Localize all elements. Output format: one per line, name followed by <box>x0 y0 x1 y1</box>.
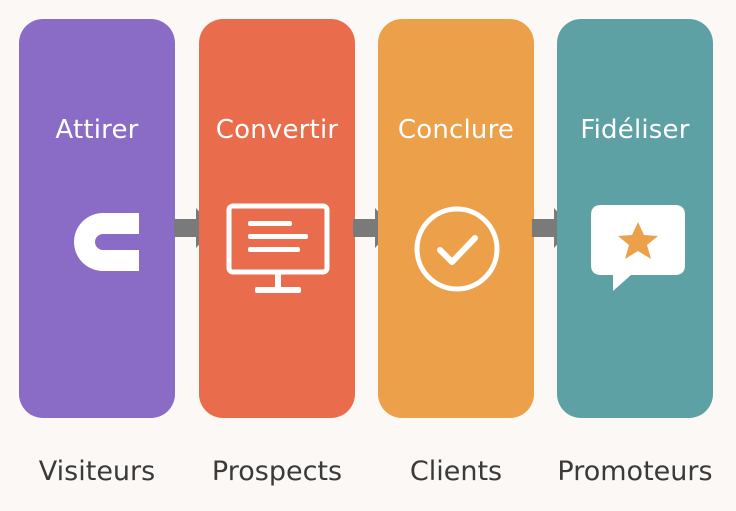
stage-title-attirer: Attirer <box>55 115 139 145</box>
monitor-form-icon <box>226 203 330 293</box>
stage-label-visiteurs: Visiteurs <box>38 456 156 487</box>
magnet-icon <box>74 213 139 271</box>
star-chat-bubble-icon <box>591 205 685 291</box>
stage-card-conclure: Conclure <box>378 19 534 418</box>
stage-title-convertir: Convertir <box>215 115 339 145</box>
stage-card-convertir: Convertir <box>199 19 355 418</box>
stage-title-fideliser: Fidéliser <box>580 115 690 145</box>
check-circle-icon <box>414 206 500 292</box>
stage-label-prospects: Prospects <box>211 456 343 487</box>
stage-title-conclure: Conclure <box>397 115 515 145</box>
stage-label-promoteurs: Promoteurs <box>557 456 713 487</box>
stage-card-fideliser: Fidéliser <box>557 19 713 418</box>
stage-label-clients: Clients <box>409 456 503 487</box>
stage-card-attirer: Attirer <box>19 19 175 418</box>
